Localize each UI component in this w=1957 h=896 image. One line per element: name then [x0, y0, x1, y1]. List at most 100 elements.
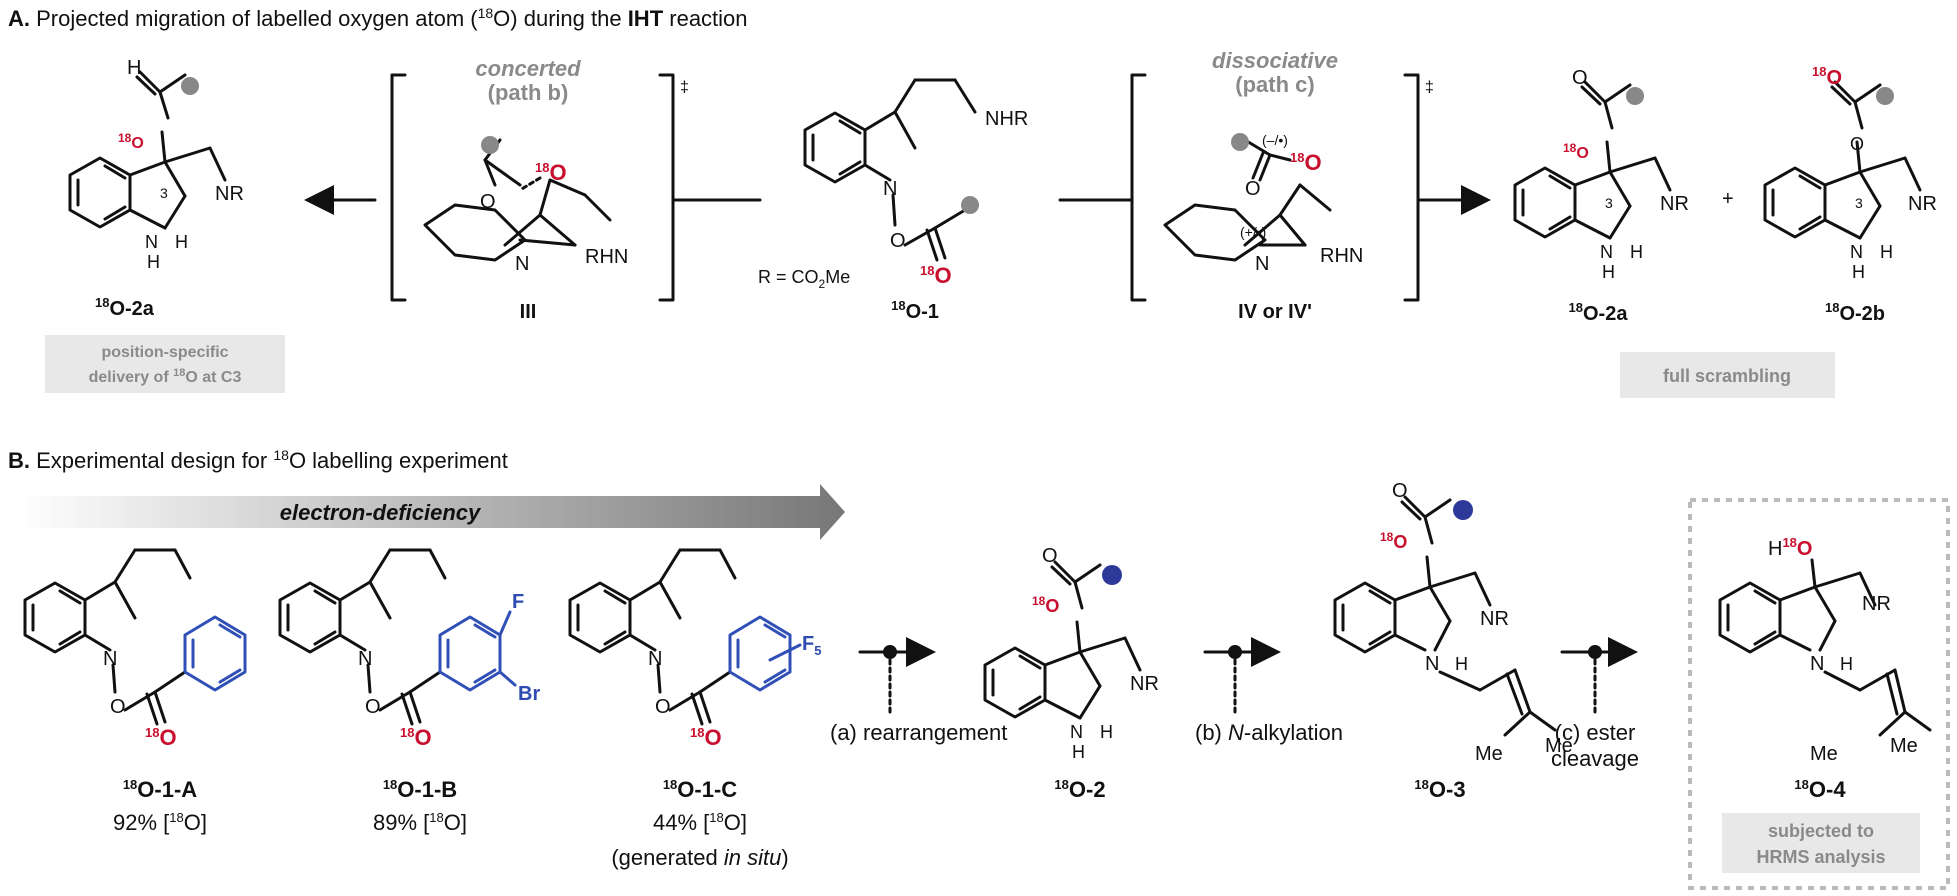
- step-b-label: (b) N-alkylation: [1195, 720, 1343, 745]
- o-1c: O: [655, 696, 671, 718]
- label-iii: III: [520, 301, 537, 323]
- dashed-box-4: [1688, 498, 1950, 890]
- f5-1c: F5: [802, 633, 821, 658]
- label-4: 18O-4: [1794, 777, 1846, 802]
- n-1a: N: [103, 648, 117, 670]
- o-iv: O: [1245, 178, 1261, 200]
- product-2a-right: [1513, 80, 1672, 240]
- h-4: H: [1840, 654, 1853, 674]
- concerted-label: concerted: [475, 56, 581, 81]
- panel-a-heading: A. Projected migration of labelled oxyge…: [8, 5, 748, 31]
- pct-1b: 89% [18O]: [373, 810, 467, 835]
- o-carbonyl-2a: H: [127, 57, 141, 79]
- me-4a: Me: [1810, 743, 1838, 765]
- rhn-iv: RHN: [1320, 245, 1363, 267]
- n-iii: N: [515, 253, 529, 275]
- iso-iv: 18O: [1290, 150, 1322, 175]
- electron-deficiency-label: electron-deficiency: [280, 500, 482, 525]
- nr-2a-right: NR: [1660, 193, 1689, 215]
- nh-2b: N: [1850, 242, 1863, 262]
- plus-sign: +: [1722, 188, 1734, 210]
- box-hrms-line1: subjected to: [1768, 821, 1874, 841]
- label-2b: 18O-2b: [1825, 300, 1885, 325]
- o-2b: O: [1850, 134, 1864, 154]
- structure-2: [983, 560, 1142, 720]
- step-c-label-2: cleavage: [1551, 746, 1639, 771]
- iso-1a: 18O: [145, 725, 177, 750]
- h-2a-right: H: [1602, 262, 1615, 282]
- n-1: N: [883, 178, 897, 200]
- iso-2a-right: 18O: [1563, 141, 1589, 162]
- step-a-label: (a) rearrangement: [830, 720, 1007, 745]
- step-a-dot: [883, 645, 897, 659]
- o-1: O: [890, 230, 906, 252]
- h2-left: H: [175, 232, 188, 252]
- br-1b: Br: [518, 683, 540, 705]
- h2-2a-right: H: [1630, 242, 1643, 262]
- nhr-1: NHR: [985, 108, 1028, 130]
- step-c-label-1: (c) ester: [1555, 720, 1636, 745]
- product-2b: [1763, 80, 1922, 240]
- iso-2: 18O: [1032, 594, 1059, 616]
- label-1c: 18O-1-C: [663, 777, 737, 802]
- h-2: H: [1072, 742, 1085, 762]
- iso-1b: 18O: [400, 725, 432, 750]
- h2-2: H: [1100, 722, 1113, 742]
- nr-4: NR: [1862, 593, 1891, 615]
- step-b-dot: [1228, 645, 1242, 659]
- h-3: H: [1455, 654, 1468, 674]
- o-carbonyl-3: O: [1392, 480, 1408, 502]
- iso-iii: 18O: [535, 160, 567, 185]
- nr-label-left: NR: [215, 183, 244, 205]
- n-iv: N: [1255, 253, 1269, 275]
- box-right-text: full scrambling: [1663, 366, 1791, 386]
- bracket-iii-right: [658, 73, 675, 302]
- nr-2b: NR: [1908, 193, 1937, 215]
- structure-1: [803, 78, 979, 262]
- nr-3: NR: [1480, 608, 1509, 630]
- me-3a: Me: [1475, 743, 1503, 765]
- o-1b: O: [365, 696, 381, 718]
- structure-3: [1333, 495, 1557, 737]
- box-hrms-line2: HRMS analysis: [1756, 847, 1885, 867]
- label-2: 18O-2: [1054, 777, 1105, 802]
- nh-2a-right: N: [1600, 242, 1613, 262]
- box-hrms: [1722, 813, 1920, 873]
- panel-b-heading: B. Experimental design for 18O labelling…: [8, 447, 508, 473]
- h-2b: H: [1852, 262, 1865, 282]
- rhn-iii: RHN: [585, 246, 628, 268]
- n-4: N: [1810, 653, 1824, 675]
- me-3b: Me: [1545, 735, 1573, 757]
- radical-minus: (–/•): [1262, 132, 1288, 148]
- path-b-label: (path b): [488, 80, 569, 105]
- iso-3: 18O: [1380, 530, 1407, 552]
- structure-4: [1718, 558, 1932, 737]
- iso-1c: 18O: [690, 725, 722, 750]
- ho-4: H18O: [1768, 535, 1812, 560]
- nh-2: N: [1070, 722, 1083, 742]
- nr-2: NR: [1130, 673, 1159, 695]
- radical-plus: (+/•): [1240, 224, 1266, 240]
- structure-1-a: [23, 548, 247, 726]
- structure-1-b: [278, 548, 517, 726]
- label-3: 18O-3: [1414, 777, 1465, 802]
- step-c-dot: [1588, 645, 1602, 659]
- c3-label-2a-right: 3: [1605, 195, 1613, 211]
- label-iv: IV or IV': [1238, 301, 1312, 323]
- pct-1a: 92% [18O]: [113, 810, 207, 835]
- electron-deficiency-arrow: [15, 484, 845, 540]
- box-full-scrambling: [1620, 352, 1835, 398]
- n-1b: N: [358, 648, 372, 670]
- c3-label-2b: 3: [1855, 195, 1863, 211]
- product-2a-left: [68, 70, 227, 230]
- label-2a-right: 18O-2a: [1569, 300, 1629, 325]
- box-left-line1: position-specific: [101, 344, 228, 361]
- dagger-iv: ‡: [1425, 79, 1434, 96]
- structure-iii: [423, 136, 612, 262]
- path-c-label: (path c): [1235, 72, 1314, 97]
- o-carbonyl-2: O: [1042, 545, 1058, 567]
- bracket-iv-right: [1403, 73, 1420, 302]
- generated-in-situ: (generated in situ): [611, 845, 788, 870]
- box-left-line2: delivery of 18O at C3: [89, 367, 242, 386]
- dissociative-label: dissociative: [1212, 48, 1338, 73]
